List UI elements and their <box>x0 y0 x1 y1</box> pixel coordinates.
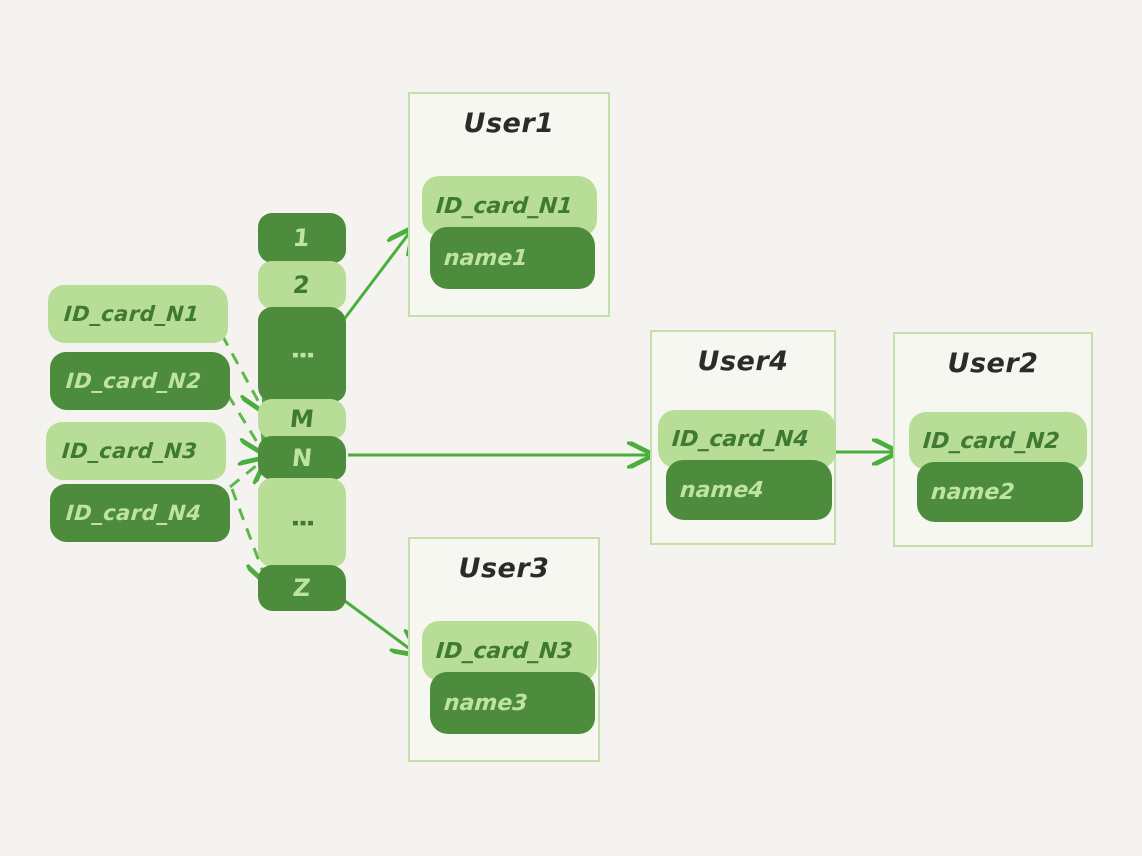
id-card-1-label: ID_card_N1 <box>63 302 201 326</box>
user4-title: User4 <box>697 346 789 377</box>
user2-title: User2 <box>947 348 1039 379</box>
user3-box[interactable]: User3 ID_card_N3 name3 <box>408 537 600 762</box>
id-card-4[interactable]: ID_card_N4 <box>50 484 230 542</box>
user4-name-card[interactable]: name4 <box>666 460 832 520</box>
user2-box[interactable]: User2 ID_card_N2 name2 <box>893 332 1093 547</box>
index-cell-ellipsis-upper: ⋮ <box>258 307 346 402</box>
user3-id-card[interactable]: ID_card_N3 <box>422 621 597 681</box>
user3-id-card-label: ID_card_N3 <box>435 638 574 664</box>
id-card-3-label: ID_card_N3 <box>61 439 199 463</box>
index-cell-ellipsis-lower: ⋮ <box>258 478 346 567</box>
index-cell-m[interactable]: M <box>258 399 346 439</box>
index-cell-n[interactable]: N <box>258 436 346 480</box>
id-card-1[interactable]: ID_card_N1 <box>48 285 228 343</box>
user3-title: User3 <box>458 553 550 584</box>
id-card-2-label: ID_card_N2 <box>65 369 203 393</box>
index-cell-ellipsis-upper-label: ⋮ <box>287 341 317 368</box>
link-idcard2-to-cellN <box>226 394 262 450</box>
user4-box[interactable]: User4 ID_card_N4 name4 <box>650 330 836 545</box>
user3-name-card-label: name3 <box>443 690 529 716</box>
id-card-3[interactable]: ID_card_N3 <box>46 422 226 480</box>
user4-id-card-label: ID_card_N4 <box>671 426 810 452</box>
user1-id-card-label: ID_card_N1 <box>435 193 574 219</box>
user2-id-card-label: ID_card_N2 <box>922 428 1061 454</box>
user4-id-card[interactable]: ID_card_N4 <box>658 410 836 468</box>
index-cell-1-label: 1 <box>291 224 313 252</box>
index-cell-2[interactable]: 2 <box>258 261 346 309</box>
user3-name-card[interactable]: name3 <box>430 672 595 734</box>
user1-title: User1 <box>463 108 555 139</box>
index-cell-m-label: M <box>288 405 316 433</box>
user1-box[interactable]: User1 ID_card_N1 name1 <box>408 92 610 317</box>
user1-id-card[interactable]: ID_card_N1 <box>422 176 597 236</box>
user2-name-card[interactable]: name2 <box>917 462 1083 522</box>
user4-name-card-label: name4 <box>679 477 765 503</box>
index-cell-2-label: 2 <box>291 271 313 299</box>
index-cell-n-label: N <box>290 444 314 472</box>
id-card-2[interactable]: ID_card_N2 <box>50 352 230 410</box>
user2-id-card[interactable]: ID_card_N2 <box>909 412 1087 470</box>
index-cell-z-label: Z <box>291 574 313 602</box>
index-cell-ellipsis-lower-label: ⋮ <box>287 509 317 536</box>
user2-name-card-label: name2 <box>930 479 1016 505</box>
user1-name-card-label: name1 <box>443 245 529 271</box>
user1-name-card[interactable]: name1 <box>430 227 595 289</box>
index-cell-z[interactable]: Z <box>258 565 346 611</box>
id-card-4-label: ID_card_N4 <box>65 501 203 525</box>
index-cell-1[interactable]: 1 <box>258 213 346 263</box>
